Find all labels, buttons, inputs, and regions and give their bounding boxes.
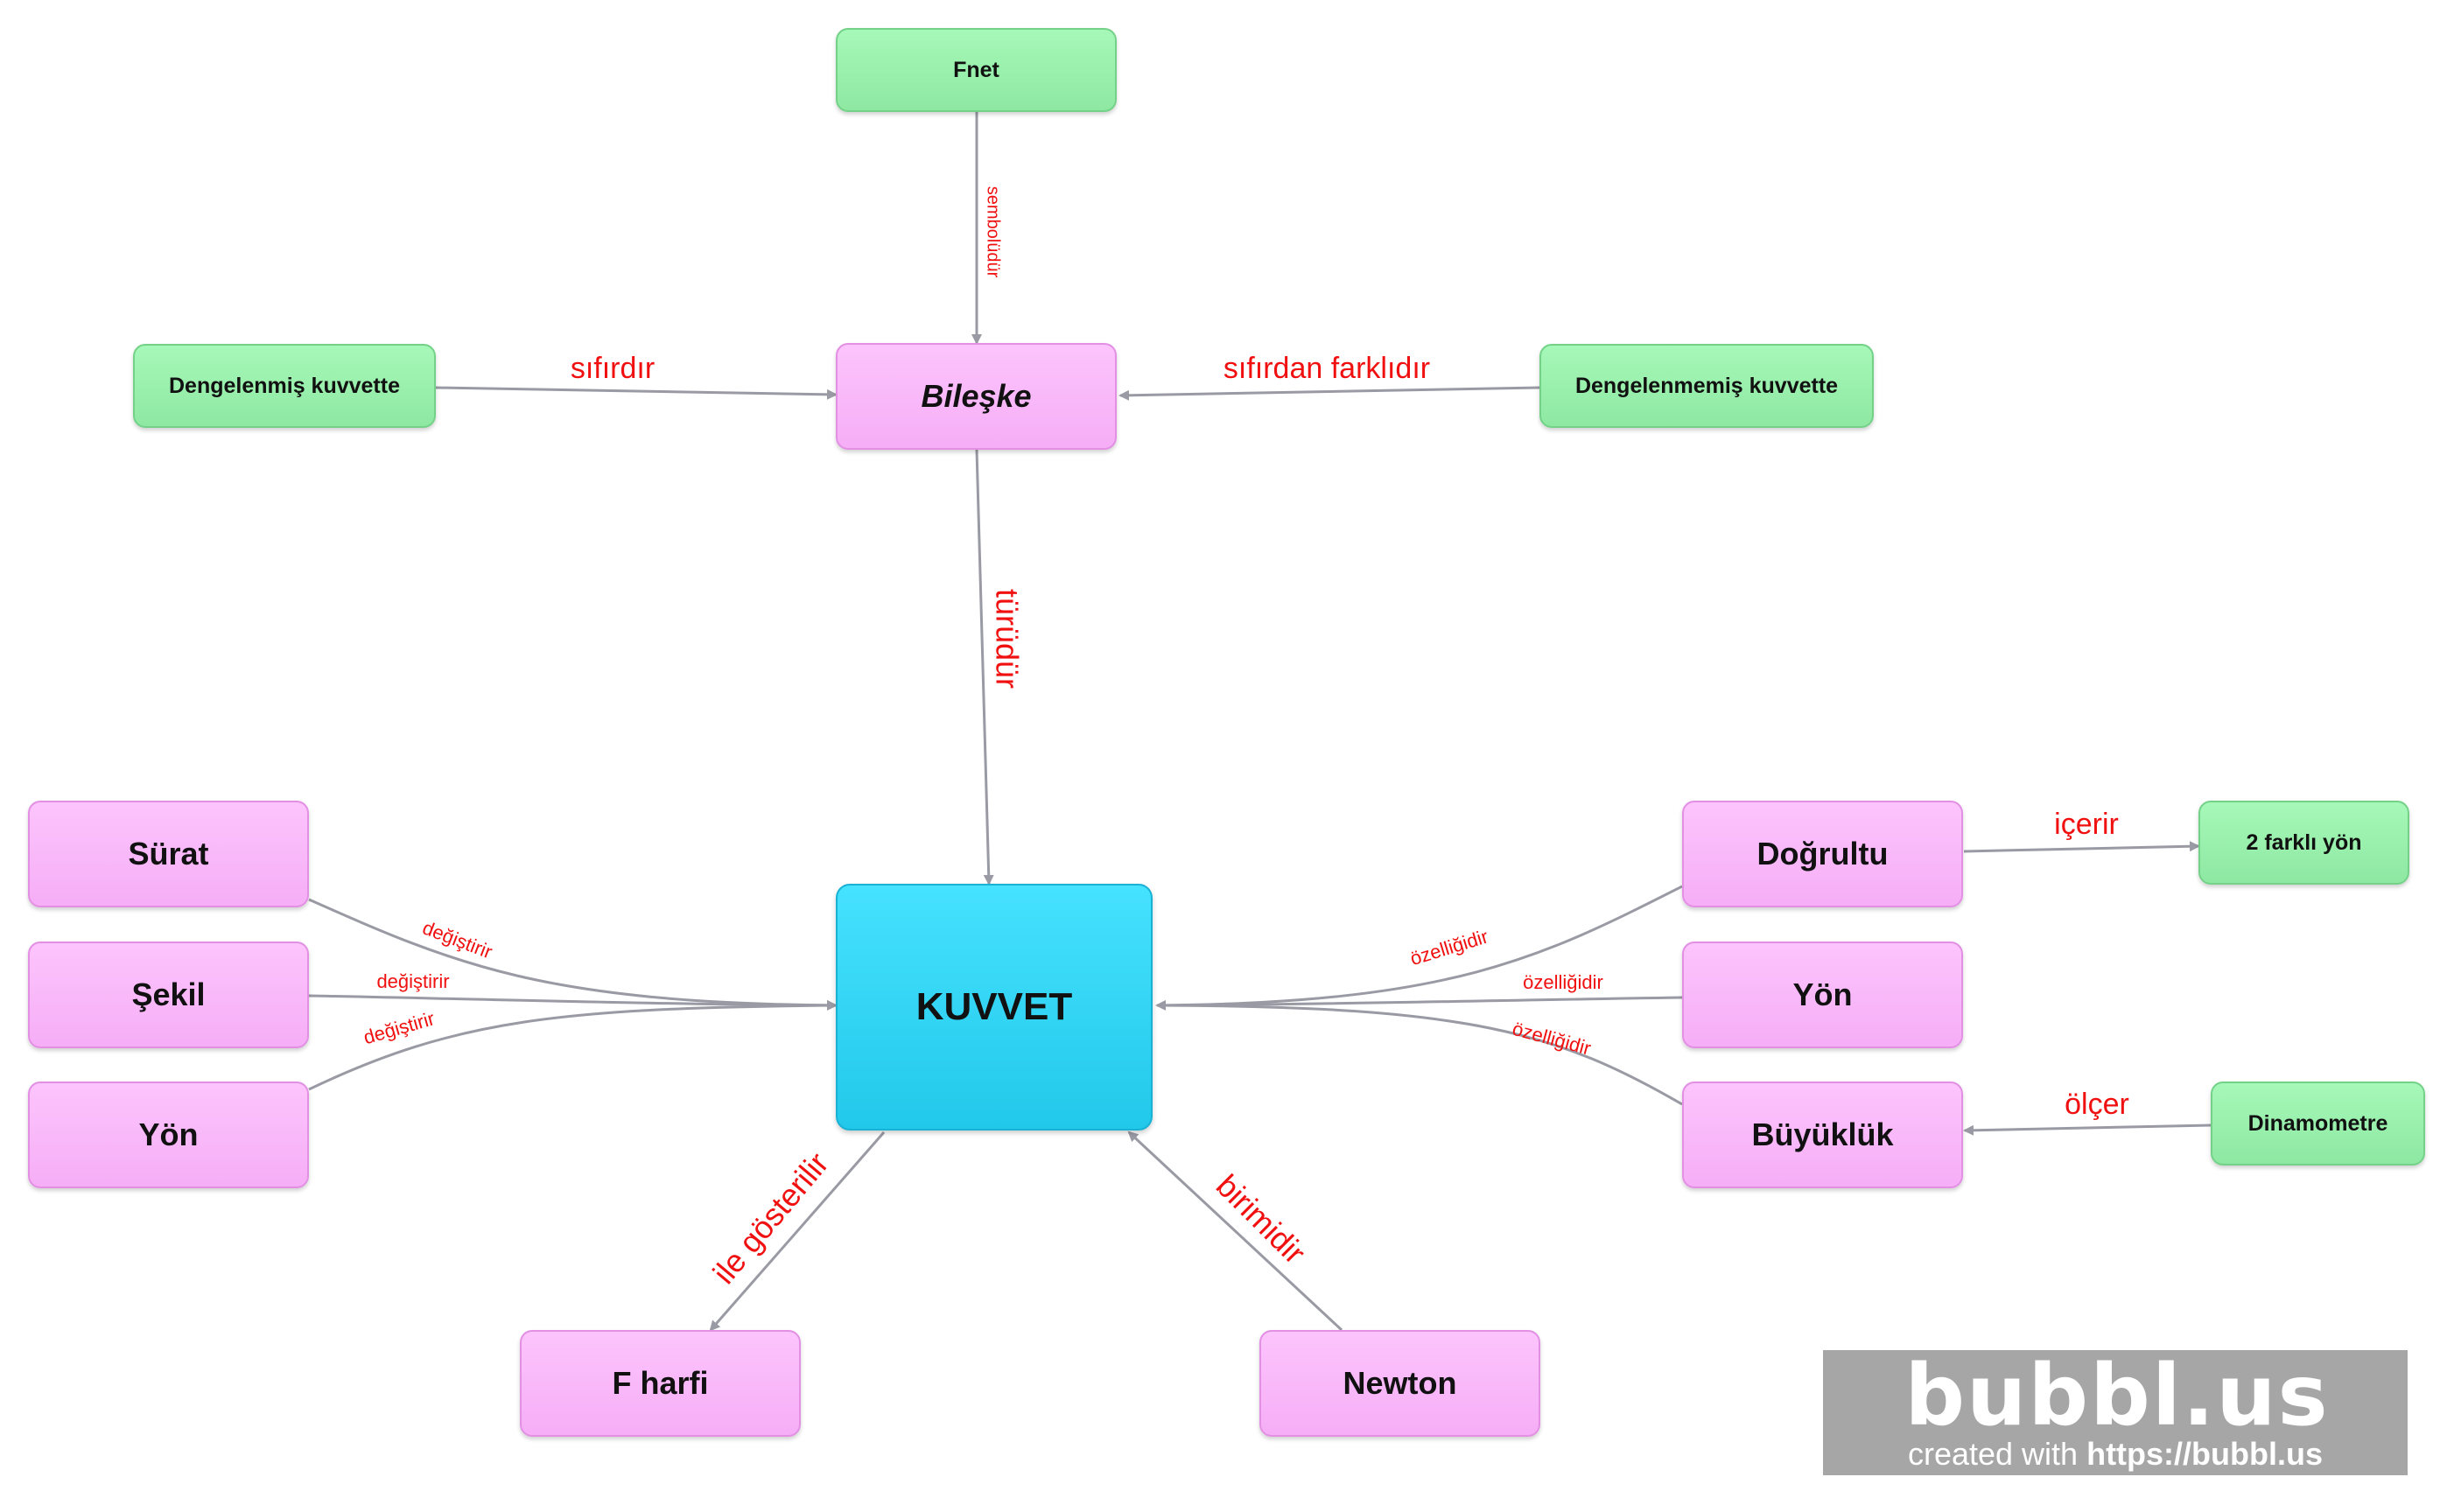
node-sekil[interactable]: Şekil [28,942,309,1048]
label-olcer: ölçer [2065,1088,2129,1121]
node-buyukluk[interactable]: Büyüklük [1682,1082,1963,1188]
edge-dengelenmemis-bileske [1118,386,1540,401]
node-dengelenmis-kuvvette[interactable]: Dengelenmiş kuvvette [133,344,436,428]
edge-yon-left-kuvvet [308,1004,837,1091]
bubblus-watermark[interactable]: bubbl.us created with https://bubbl.us [1823,1350,2408,1475]
node-yon-left[interactable]: Yön [28,1082,309,1188]
label-icerir: içerir [2054,808,2119,841]
label-degistirir-sekil: değiştirir [376,970,449,992]
edge-buyukluk-kuvvet [1156,1004,1683,1106]
edge-newton-kuvvet [1127,1130,1343,1332]
label-sifirdir: sıfırdır [571,352,655,385]
node-dinamometre[interactable]: Dinamometre [2211,1082,2425,1166]
node-f-harfi[interactable]: F harfi [520,1330,801,1437]
watermark-credit: created with https://bubbl.us [1823,1436,2408,1473]
watermark-prefix: created with [1907,1436,2087,1472]
label-ozelligidir-buyukluk: özelliğidir [1510,1018,1593,1060]
edge-kuvvet-fharfi [709,1131,886,1332]
bubblus-logo: bubbl.us [1904,1347,2330,1445]
edge-yon-right-kuvvet [1156,996,1683,1007]
edge-surat-kuvvet [308,898,838,1011]
edge-dogrultu-kuvvet [1155,885,1683,1011]
node-kuvvet[interactable]: KUVVET [836,884,1153,1130]
node-newton[interactable]: Newton [1259,1330,1540,1437]
node-2-farkli-yon[interactable]: 2 farklı yön [2198,801,2409,885]
label-degistirir-surat: değiştirir [419,916,495,962]
edge-dengelenmis-bileske [435,386,838,400]
edge-dogrultu-2farkli [1963,841,2200,853]
label-turudur: türüdür [989,589,1025,689]
node-bileske[interactable]: Bileşke [836,343,1117,450]
edge-sekil-kuvvet [308,994,838,1011]
label-ozelligidir-yon: özelliğidir [1523,971,1603,993]
node-fnet[interactable]: Fnet [836,28,1117,112]
label-semboludur: sembolüdür [984,186,1003,278]
label-ozelligidir-dogrultu: özelliğidir [1407,925,1490,970]
label-ile-gosterilir: ile gösterilir [705,1145,835,1291]
node-dengelenmemis-kuvvette[interactable]: Dengelenmemiş kuvvette [1539,344,1874,428]
edge-dinamometre-buyukluk [1963,1124,2212,1136]
watermark-url[interactable]: https://bubbl.us [2086,1436,2324,1472]
edge-bileske-kuvvet [975,449,994,886]
node-yon-right[interactable]: Yön [1682,942,1963,1048]
node-dogrultu[interactable]: Doğrultu [1682,801,1963,907]
label-sifirdan-farklidir: sıfırdan farklıdır [1224,352,1430,385]
node-surat[interactable]: Sürat [28,801,309,907]
